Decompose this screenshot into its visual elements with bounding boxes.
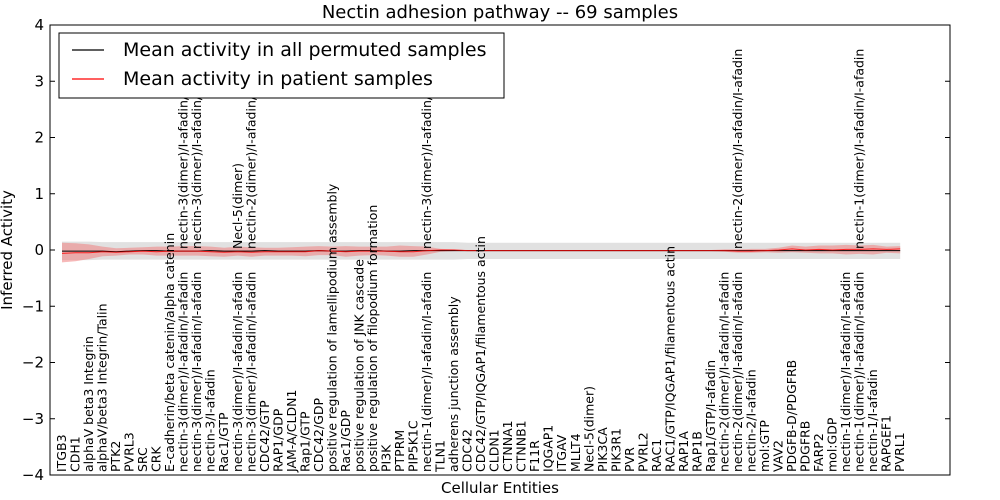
entity-label: RAPGEF1 [879,415,894,472]
entity-label: positive regulation of lamellipodium ass… [324,183,339,472]
entity-label: CLDN1 [487,429,502,472]
entity-label-upper: nectin-3(dimer)/I-afadin/I-afadin [419,49,434,249]
entity-label: CRK [149,446,164,472]
entity-label-upper: Necl-5(dimer) [230,163,245,249]
entity-label-upper: nectin-3(dimer)/I-afadin/I-afadin [189,49,204,249]
entity-label: CDC42/GTP [257,400,272,472]
entity-label: alphaV/beta3 Integrin/Talin [95,304,110,473]
y-axis-tick-labels: −4 −3 −2 −1 0 1 2 3 4 [22,16,44,484]
entity-label: PVR [622,447,637,472]
entity-label: adherens junction assembly [446,296,461,472]
entity-label: RAP1B [689,431,704,472]
entity-label: TLN1 [433,440,448,473]
x-axis-title: Cellular Entities [441,479,559,497]
entity-label-upper: nectin-2(dimer)/I-afadin/I-afadin [730,49,745,249]
entity-label: nectin-3(dimer)/I-afadin/I-afadin [176,272,191,472]
entity-label: CDC42 [460,429,475,472]
entity-label-upper: nectin-2(dimer)/I-afadin/I-afadin [243,49,258,249]
entity-label: RAC1/GTP/IQGAP1/filamentous actin [662,246,677,472]
entity-label: alphaV beta3 Integrin [81,336,96,472]
y-axis-title: Inferred Activity [0,190,16,310]
entity-label: nectin-2/I-afadin [744,369,759,472]
entity-label: nectin-2(dimer)/I-afadin/I-afadin [730,272,745,472]
entity-label: MLLT4 [568,433,583,472]
entity-label-upper: nectin-1(dimer)/I-afadin/I-afadin [852,49,867,249]
entity-label: Rac1/GDP [338,410,353,472]
entity-label: CDC42/GDP [311,397,326,472]
entity-label: SRC [135,447,150,472]
entity-label: ITGAV [554,434,569,472]
y-tick-label: 3 [34,72,44,90]
legend-label-permuted: Mean activity in all permuted samples [123,39,486,61]
entity-label: nectin-3(dimer)/I-afadin/I-afadin [243,272,258,472]
entity-label: PVRL3 [122,432,137,472]
entity-label: Rap1/GTP/I-afadin [703,360,718,472]
entity-label-upper: nectin-3(dimer)/I-afadin/I-afadin [176,49,191,249]
entity-label: positive regulation of filopodium format… [365,205,380,472]
y-axis-ticks [50,24,950,476]
entity-label: mol:GTP [757,420,772,472]
entity-label: PTK2 [108,441,123,472]
y-tick-label: 1 [34,185,44,203]
entity-label: PDGFRB [798,421,813,472]
entity-label: nectin-1/I-afadin [865,369,880,472]
y-tick-label: 0 [34,241,44,259]
entity-label: nectin-1(dimer)/I-afadin/I-afadin [852,272,867,472]
entity-label: RAC1 [649,439,664,472]
entity-label: PVRL1 [892,432,907,472]
entity-label: CTNNB1 [514,420,529,472]
entity-label: RAP1/GDP [270,408,285,472]
entity-label: mol:GDP [825,417,840,472]
entity-label: positive regulation of JNK cascade [351,259,366,472]
entity-label: nectin-3(dimer)/I-afadin/I-afadin [230,272,245,472]
legend: Mean activity in all permuted samples Me… [58,32,505,99]
patient-mean-line [61,248,901,254]
entity-label: nectin-3/I-afadin [203,369,218,472]
entity-label: F11R [527,440,542,472]
entity-label: IQGAP1 [541,425,556,472]
legend-label-patient: Mean activity in patient samples [123,68,433,90]
y-tick-label: −1 [22,297,44,315]
y-tick-label: 4 [34,16,44,34]
entity-label: E-cadherin/beta catenin/alpha catenin [162,233,177,472]
entity-label: FARP2 [811,433,826,472]
entity-label: PIP5K1C [406,420,421,472]
entity-label: ITGB3 [54,434,69,472]
y-tick-label: 2 [34,129,44,147]
entity-label: nectin-1(dimer)/I-afadin/I-afadin [838,272,853,472]
entity-label: Rac1/GTP [216,412,231,472]
y-tick-label: −4 [22,466,44,484]
entity-label: PVRL2 [635,432,650,472]
y-tick-label: −3 [22,410,44,428]
entity-label: nectin-1(dimer)/I-afadin/I-afadin [419,272,434,472]
entity-label: PDGFB-D/PDGFRB [784,360,799,472]
entity-label: CDC42/GTP/IQGAP1/filamentous actin [473,236,488,472]
series-lines [61,248,901,254]
entity-label: PIK3CA [595,427,610,472]
entity-label: nectin-3(dimer)/I-afadin/I-afadin [189,272,204,472]
y-tick-label: −2 [22,354,44,372]
entity-label: PIK3R1 [608,428,623,472]
entity-label: Rap1/GTP [297,411,312,472]
chart-title: Nectin adhesion pathway -- 69 samples [322,2,678,23]
entity-label: nectin-2(dimer)/I-afadin/I-afadin [717,272,732,472]
entity-label: Necl-5(dimer) [581,386,596,472]
entity-label: PTPRM [392,430,407,472]
entity-label: VAV2 [771,440,786,472]
entity-label: CDH1 [68,436,83,472]
entity-label: RAP1A [676,431,691,472]
legend-box [58,32,505,99]
entity-label: JAM-A/CLDN1 [284,390,299,473]
entity-label: CTNNA1 [500,420,515,472]
entity-label: PI3K [379,444,394,472]
